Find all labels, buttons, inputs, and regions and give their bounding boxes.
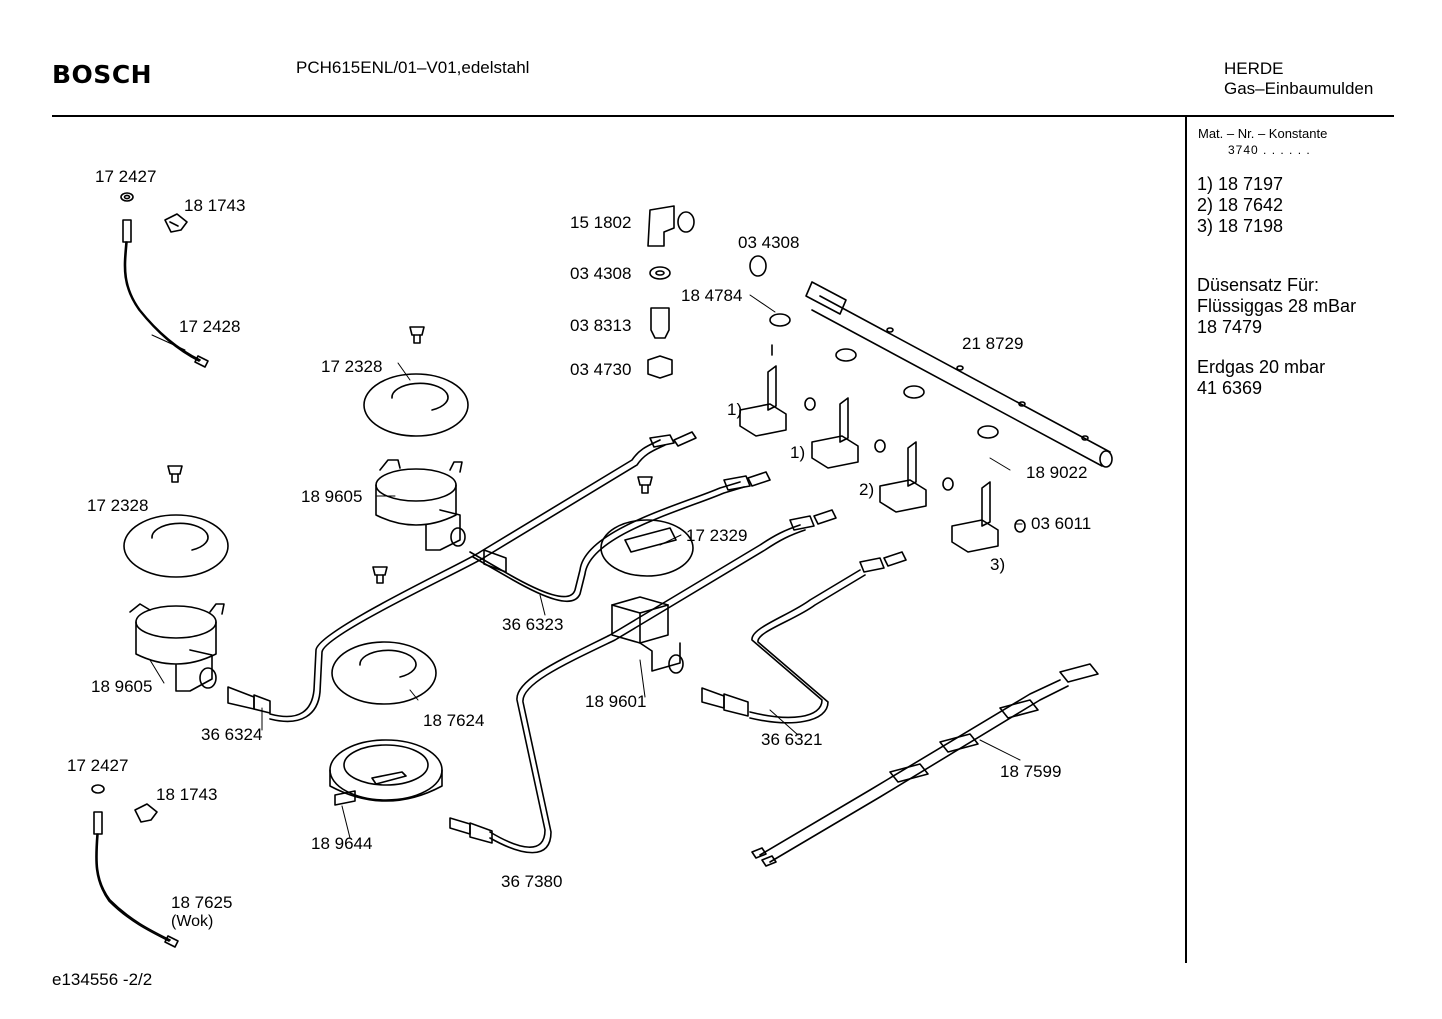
leader-lines: [149, 294, 1023, 839]
mat-number-value: 3740 . . . . . .: [1228, 143, 1311, 157]
callout-172427-bottom: 17 2427: [67, 756, 129, 775]
model-number: PCH615ENL/01–V01,edelstahl: [296, 58, 530, 77]
gas-pipe-366321: [701, 551, 907, 724]
callout-034308-a: 03 4308: [570, 264, 632, 283]
callout-181743-top: 18 1743: [184, 196, 246, 215]
natural-gas-part-number: 41 6369: [1197, 378, 1263, 398]
callout-187625: 18 7625: [171, 893, 233, 912]
callout-367380: 36 7380: [501, 872, 563, 891]
callout-189605-b: 18 9605: [91, 677, 153, 696]
callout-034308-b: 03 4308: [738, 233, 800, 252]
variant-list: 1) 18 7197 2) 18 7642 3) 18 7198: [1197, 174, 1283, 237]
seal-ring-1: [649, 266, 671, 280]
igniter-electrode-bottom: [91, 784, 179, 948]
callout-151802: 15 1802: [570, 213, 632, 232]
gas-pipe-367380: [449, 509, 837, 854]
nozzle-kit-info: Düsensatz Für: Flüssiggas 28 mBar 18 747…: [1197, 275, 1356, 338]
callout-189605-a: 18 9605: [301, 487, 363, 506]
callout-variant-1a: 1): [727, 400, 743, 419]
exploded-parts-drawing: [91, 192, 1113, 948]
callout-172328-a: 17 2328: [321, 357, 383, 376]
clip-bottom: [134, 803, 158, 823]
nut: [647, 355, 673, 379]
callout-187599: 18 7599: [1000, 762, 1062, 781]
callout-366324: 36 6324: [201, 725, 263, 744]
callout-184784: 18 4784: [681, 286, 743, 305]
heat-shield-4: [331, 641, 437, 705]
variant-1: 1) 18 7197: [1197, 174, 1284, 194]
side-panel-divider: [1185, 117, 1187, 963]
callout-172427-top: 17 2427: [95, 167, 157, 186]
callout-172428: 17 2428: [179, 317, 241, 336]
gas-valve-1: [739, 313, 791, 437]
callout-172329: 17 2329: [686, 526, 748, 545]
variant-2: 2) 18 7642: [1197, 195, 1284, 215]
callout-034730: 03 4730: [570, 360, 632, 379]
nozzle-kit-title: Düsensatz Für:: [1197, 275, 1320, 295]
variant-3: 3) 18 7198: [1197, 216, 1284, 236]
callout-wok-note: (Wok): [171, 913, 214, 930]
callout-189022: 18 9022: [1026, 463, 1088, 482]
gas-manifold: [805, 281, 1113, 468]
callout-366321: 36 6321: [761, 730, 823, 749]
burner-housing-3: [611, 596, 684, 674]
gas-pipe-366323: [469, 471, 771, 603]
callout-189601: 18 9601: [585, 692, 647, 711]
callout-036011: 03 6011: [1031, 514, 1092, 533]
seal-ring-2: [749, 255, 767, 277]
igniter-electrode-top: [120, 192, 209, 368]
mat-number-label: Mat. – Nr. – Konstante: [1198, 126, 1328, 141]
heat-shield-2: [123, 514, 229, 578]
gas-pipe-366324: [227, 431, 697, 723]
callout-218729: 21 8729: [962, 334, 1024, 353]
callout-variant-3: 3): [990, 555, 1006, 574]
small-nut-3: [942, 477, 954, 491]
nozzle-part: [650, 307, 670, 339]
document-id: e134556 -2/2: [52, 970, 153, 989]
small-nut-4: [1014, 519, 1026, 533]
burner-housing-2: [129, 603, 225, 692]
category-title: HERDE: [1224, 59, 1284, 78]
subcategory-title: Gas–Einbaumulden: [1224, 79, 1374, 98]
wok-burner-housing: [329, 739, 443, 806]
callout-038313: 03 8313: [570, 316, 632, 335]
gas-valve-2: [811, 348, 859, 469]
callout-variant-2: 2): [859, 480, 875, 499]
screw-1: [409, 326, 425, 344]
callout-172328-b: 17 2328: [87, 496, 149, 515]
lpg-part-number: 18 7479: [1197, 317, 1263, 337]
callout-189644: 18 9644: [311, 834, 373, 853]
heat-shield-1: [363, 373, 469, 437]
callout-181743-bottom: 18 1743: [156, 785, 218, 804]
burner-housing-1: [375, 459, 466, 551]
ignition-wiring-harness: [751, 663, 1099, 867]
gas-valve-4: [951, 425, 999, 553]
clip-top: [164, 213, 188, 233]
natural-gas-info: Erdgas 20 mbar 41 6369: [1197, 357, 1325, 399]
small-nut-1: [804, 397, 816, 411]
header-divider: [52, 115, 1394, 117]
elbow-fitting: [647, 205, 695, 247]
bosch-logo: BOSCH: [52, 60, 153, 89]
callout-187624: 18 7624: [423, 711, 485, 730]
callout-variant-1b: 1): [790, 443, 806, 462]
lpg-label: Flüssiggas 28 mBar: [1197, 296, 1357, 316]
gas-valve-3: [879, 385, 927, 513]
small-nut-2: [874, 439, 886, 453]
screw-2: [167, 465, 183, 483]
callout-366323: 36 6323: [502, 615, 564, 634]
heat-shield-3: [600, 519, 694, 577]
screw-3: [372, 566, 388, 584]
screw-4: [637, 476, 653, 494]
natural-gas-label: Erdgas 20 mbar: [1197, 357, 1326, 377]
